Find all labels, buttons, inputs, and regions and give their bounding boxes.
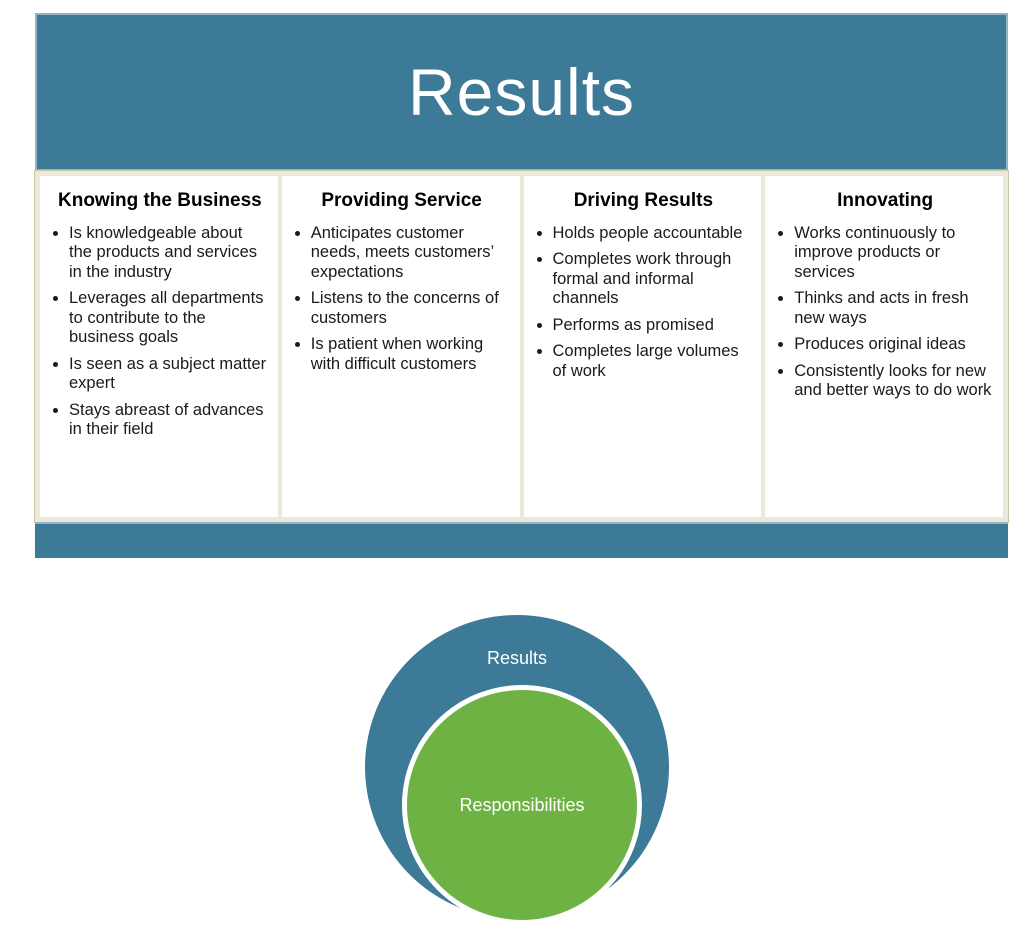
competency-table: Knowing the Business Is knowledgeable ab…: [34, 170, 1009, 523]
bullet-item: Is knowledgeable about the products and …: [69, 224, 270, 282]
stacked-circles-diagram: Results Responsibilities: [365, 615, 669, 929]
bullet-item: Completes large volumes of work: [553, 342, 754, 381]
column-title: Knowing the Business: [58, 190, 262, 211]
column-providing-service: Providing Service Anticipates customer n…: [282, 176, 524, 517]
bullet-list: Anticipates customer needs, meets custom…: [292, 224, 512, 374]
bullet-item: Works continuously to improve products o…: [794, 224, 995, 282]
column-title: Innovating: [837, 190, 934, 211]
bullet-list: Holds people accountable Completes work …: [534, 224, 754, 381]
results-circle-label: Results: [486, 648, 548, 668]
bullet-item: Consistently looks for new and better wa…: [794, 362, 995, 401]
responsibilities-circle-label: Responsibilities: [459, 794, 585, 815]
column-title: Providing Service: [321, 190, 482, 211]
bullet-item: Performs as promised: [553, 316, 754, 335]
column-title: Driving Results: [573, 190, 714, 211]
bullet-list: Works continuously to improve products o…: [775, 224, 995, 401]
bullet-item: Thinks and acts in fresh new ways: [794, 289, 995, 328]
divider-bar: [35, 522, 1008, 558]
bullet-item: Stays abreast of advances in their field: [69, 401, 270, 440]
bullet-item: Holds people accountable: [553, 224, 754, 243]
slide-title: Results: [407, 55, 636, 129]
title-banner: Results: [35, 13, 1008, 171]
bullet-list: Is knowledgeable about the products and …: [50, 224, 270, 440]
bullet-item: Anticipates customer needs, meets custom…: [311, 224, 512, 282]
bullet-item: Is patient when working with difficult c…: [311, 335, 512, 374]
responsibilities-circle: Responsibilities: [402, 685, 642, 925]
bullet-item: Produces original ideas: [794, 335, 995, 354]
column-innovating: Innovating Works continuously to improve…: [765, 176, 1003, 517]
column-knowing-the-business: Knowing the Business Is knowledgeable ab…: [40, 176, 282, 517]
bullet-item: Leverages all departments to contribute …: [69, 289, 270, 347]
bullet-item: Listens to the concerns of customers: [311, 289, 512, 328]
column-driving-results: Driving Results Holds people accountable…: [524, 176, 766, 517]
bullet-item: Is seen as a subject matter expert: [69, 355, 270, 394]
bullet-item: Completes work through formal and inform…: [553, 250, 754, 308]
